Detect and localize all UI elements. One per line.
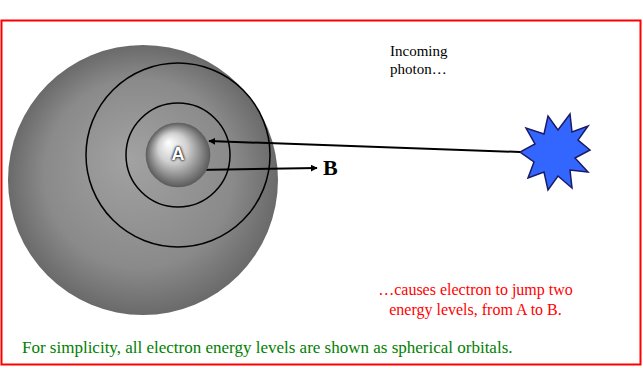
jump-note: …causes electron to jump two energy leve… bbox=[358, 280, 593, 320]
atom-sphere bbox=[8, 45, 278, 315]
simplicity-note: For simplicity, all electron energy leve… bbox=[22, 337, 513, 358]
inner-orbit bbox=[126, 103, 230, 207]
level-label: B bbox=[323, 155, 338, 181]
photon-arrow bbox=[209, 141, 520, 152]
jump-arrow bbox=[196, 168, 317, 170]
electron-position: A bbox=[172, 145, 185, 165]
red-frame bbox=[2, 21, 641, 365]
outer-orbit bbox=[86, 63, 270, 247]
nucleus-outline bbox=[146, 123, 211, 188]
photon-note: Incoming photon… bbox=[390, 42, 470, 78]
photon-starburst bbox=[520, 114, 590, 190]
nucleus-circle: A bbox=[145, 122, 211, 188]
